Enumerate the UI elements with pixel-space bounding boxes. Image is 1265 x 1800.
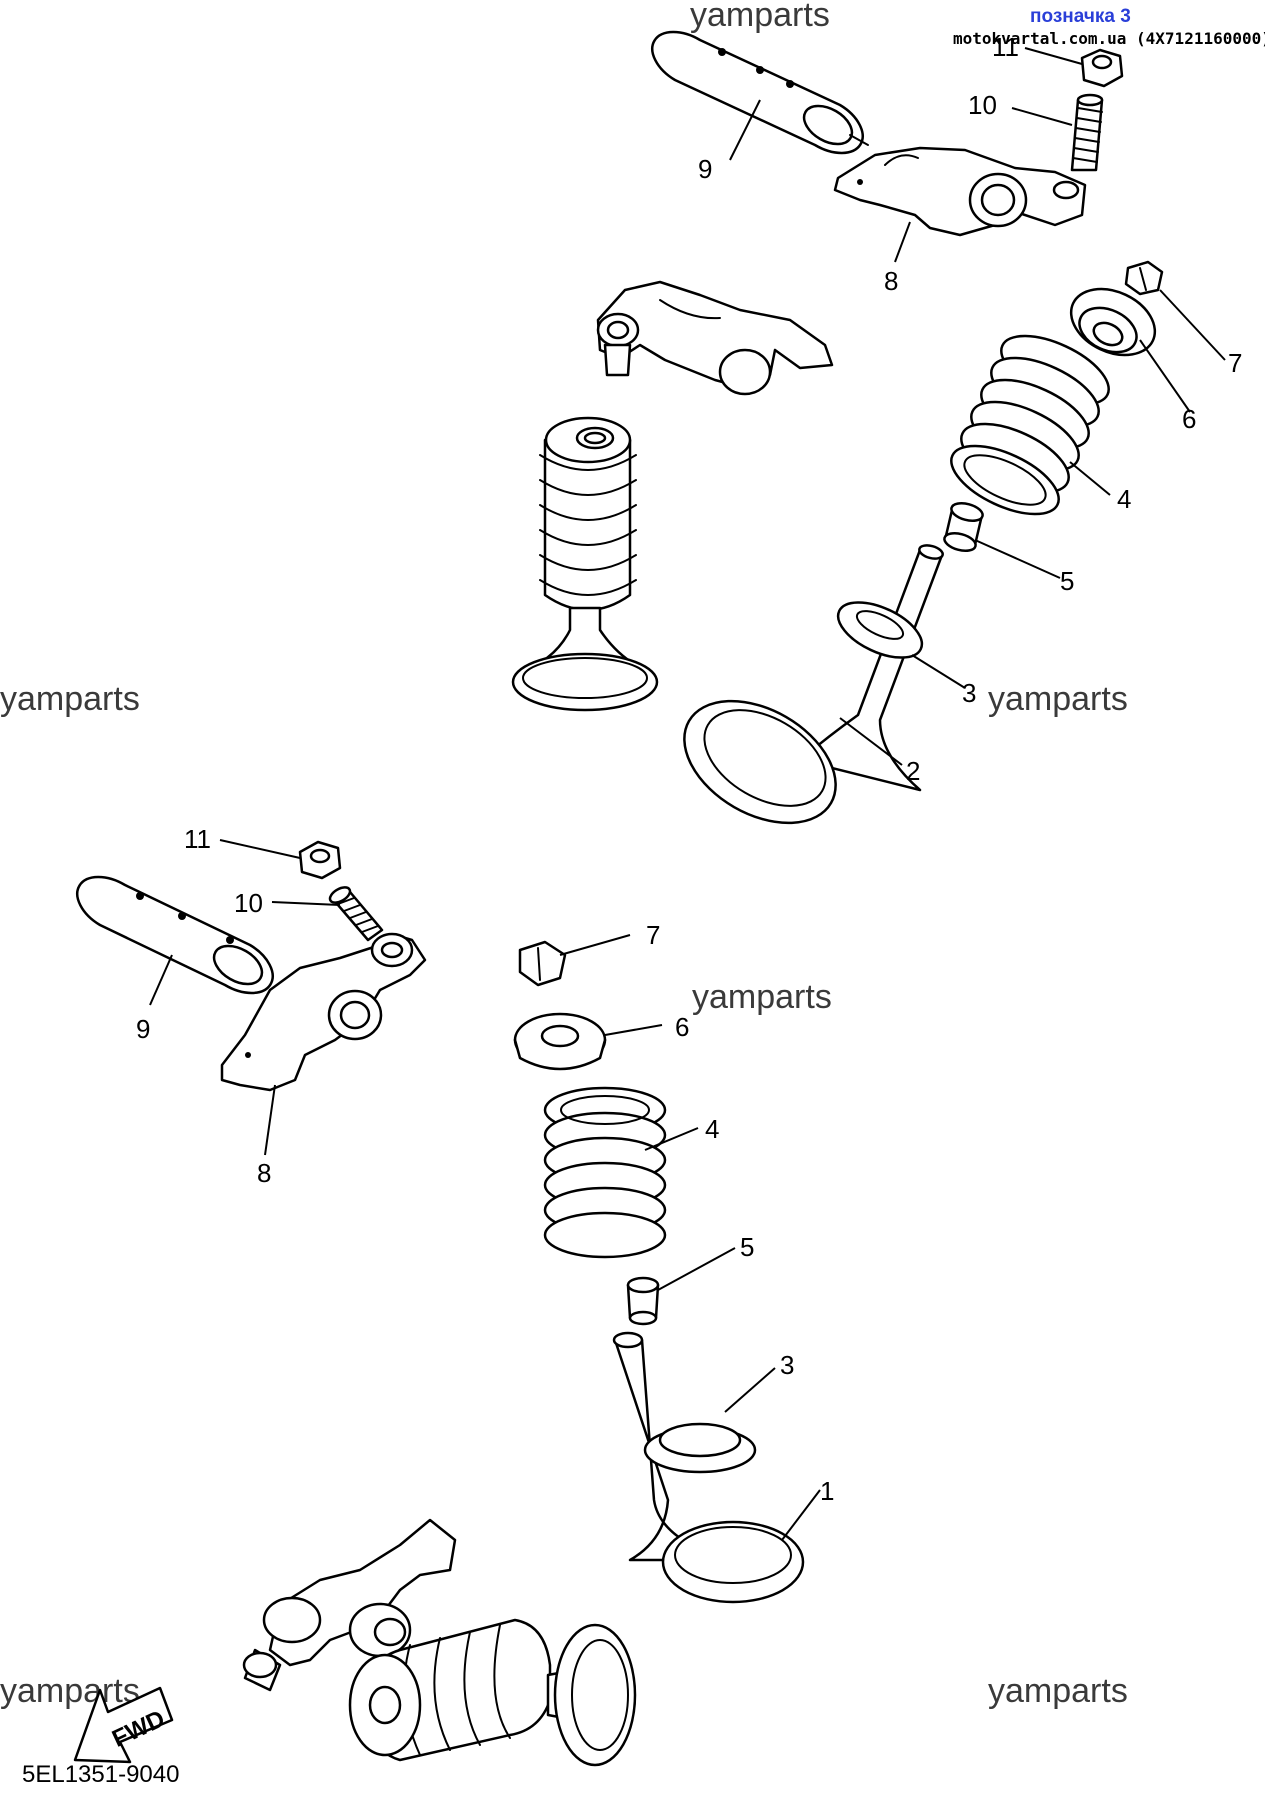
rocker-arm-assembled-upper (596, 280, 834, 396)
locknut-lower (298, 840, 342, 880)
callout-5: 5 (740, 1232, 754, 1262)
valve-spring-assembled-upper (511, 416, 659, 712)
watermark: yamparts (0, 680, 140, 718)
watermark: yamparts (0, 1672, 140, 1710)
diagram-code: 5EL1351-9040 (22, 1761, 179, 1788)
callout-7: 7 (646, 920, 660, 950)
watermark: yamparts (692, 978, 832, 1016)
spring-retainer-upper (1069, 287, 1157, 357)
callout-3: 3 (780, 1350, 794, 1380)
adjusting-screw-lower (328, 886, 384, 942)
callout-10: 10 (234, 888, 263, 918)
callout-6: 6 (1182, 404, 1196, 434)
valve-keepers-lower (518, 940, 567, 987)
callout-1: 1 (820, 1476, 834, 1506)
callouts-lower: 11 10 9 8 7 6 4 5 3 1 (136, 824, 834, 1506)
callout-9: 9 (698, 154, 712, 184)
valve-stem-seal-upper (943, 501, 984, 553)
callout-5: 5 (1060, 566, 1074, 596)
valve-keepers-upper (1124, 260, 1164, 296)
callout-9: 9 (136, 1014, 150, 1044)
callout-8: 8 (884, 266, 898, 296)
rocker-arm-assembled-lower (242, 1518, 457, 1692)
callout-4: 4 (705, 1114, 719, 1144)
header-tag: позначка 3 (1030, 6, 1131, 27)
valve-lower (612, 1331, 805, 1604)
header-source: motokvartal.com.ua (4X7121160000) (953, 29, 1265, 48)
callout-11: 11 (992, 32, 1019, 62)
rocker-arm-upper (833, 146, 1087, 237)
callout-4: 4 (1117, 484, 1131, 514)
watermark: yamparts (988, 680, 1128, 718)
callouts-upper: 11 10 9 8 7 6 4 5 3 2 (698, 32, 1242, 786)
leader-lines-upper (729, 47, 1226, 766)
adjusting-screw-upper (1070, 93, 1104, 172)
callout-2: 2 (906, 756, 920, 786)
valve-upper (683, 544, 944, 825)
spring-retainer-lower (513, 1012, 607, 1071)
rocker-arm-lower (220, 932, 427, 1092)
callout-8: 8 (257, 1158, 271, 1188)
callout-10: 10 (968, 90, 997, 120)
locknut-upper (1080, 48, 1124, 88)
valve-stem-seal-lower (626, 1276, 660, 1326)
rocker-shaft-lower (76, 875, 274, 995)
leader-lines-lower (149, 839, 821, 1541)
callout-11: 11 (184, 824, 211, 854)
callout-6: 6 (675, 1012, 689, 1042)
watermark: yamparts (988, 1672, 1128, 1710)
valve-spring-lower (543, 1086, 667, 1259)
rocker-shaft-upper (651, 30, 869, 155)
callout-7: 7 (1228, 348, 1242, 378)
valve-spring-upper (950, 334, 1110, 516)
valve-spring-assembled-lower (348, 1618, 637, 1767)
watermark: yamparts (690, 0, 830, 34)
callout-3: 3 (962, 678, 976, 708)
fwd-arrow-icon: FWD (73, 1686, 174, 1764)
